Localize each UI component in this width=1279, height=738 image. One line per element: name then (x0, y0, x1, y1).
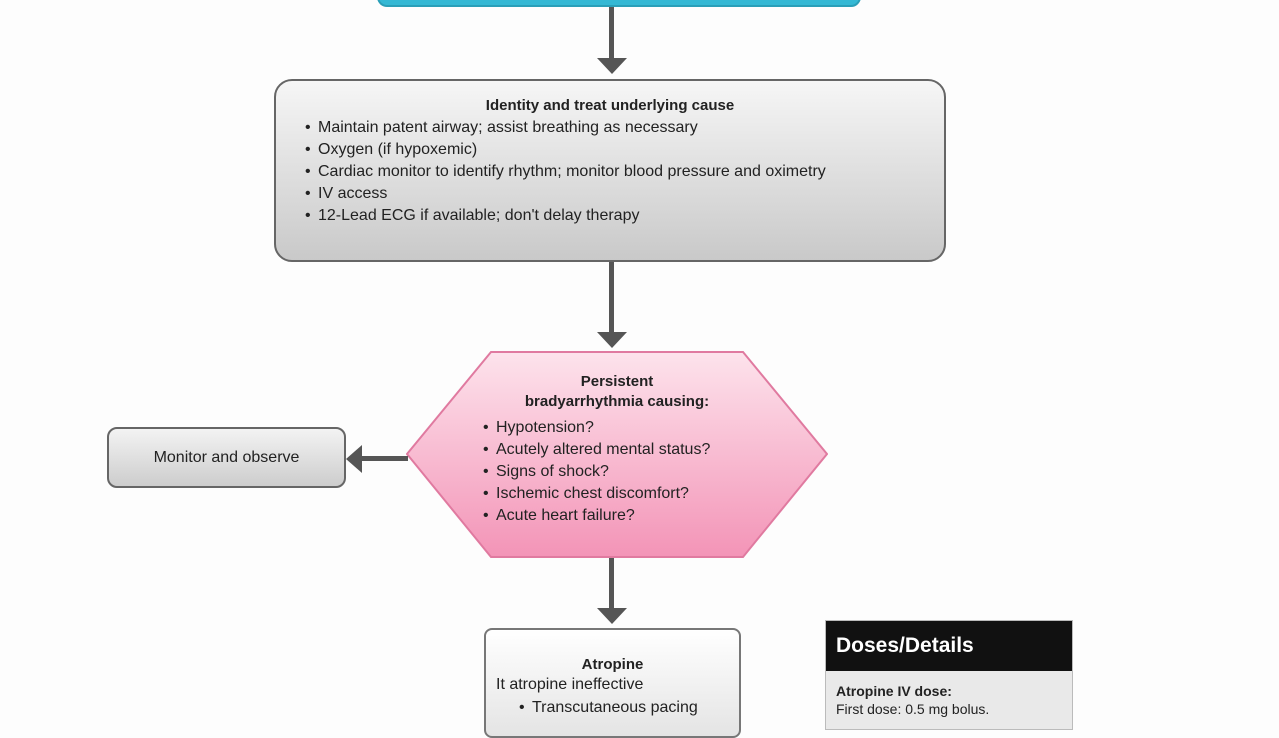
list-item: Hypotension? (483, 417, 710, 439)
list-item: Maintain patent airway; assist breathing… (305, 117, 944, 139)
decision-text: Persistent bradyarrhythmia causing: Hypo… (406, 351, 828, 558)
list-item: 12-Lead ECG if available; don't delay th… (305, 205, 944, 227)
identify-treat-box: Identity and treat underlying cause Main… (274, 79, 946, 262)
connector-line (609, 558, 614, 610)
arrow-down-icon (597, 58, 627, 74)
connector-line (609, 7, 614, 59)
identify-treat-list: Maintain patent airway; assist breathing… (276, 117, 944, 227)
doses-details-panel: Doses/Details Atropine IV dose: First do… (825, 620, 1073, 730)
monitor-observe-label: Monitor and observe (153, 448, 300, 466)
atropine-line: It atropine ineffective (496, 676, 644, 693)
atropine-dose-line: First dose: 0.5 mg bolus. (836, 701, 990, 717)
list-item: IV access (305, 183, 944, 205)
atropine-title: Atropine (581, 656, 644, 673)
atropine-dose-heading: Atropine IV dose: (836, 683, 952, 699)
arrow-down-icon (597, 608, 627, 624)
list-item: Transcutaneous pacing (519, 697, 739, 719)
decision-title-line2: bradyarrhythmia causing: (524, 393, 710, 410)
list-item: Oxygen (if hypoxemic) (305, 139, 944, 161)
arrow-left-icon (346, 445, 362, 473)
list-item: Acute heart failure? (483, 505, 710, 527)
previous-step-box (377, 0, 861, 7)
doses-details-header: Doses/Details (826, 621, 1072, 671)
decision-list: Hypotension? Acutely altered mental stat… (483, 417, 710, 527)
arrow-down-icon (597, 332, 627, 348)
connector-line (360, 456, 408, 461)
list-item: Signs of shock? (483, 461, 710, 483)
atropine-box: Atropine It atropine ineffective Transcu… (484, 628, 741, 738)
connector-line (609, 262, 614, 334)
list-item: Cardiac monitor to identify rhythm; moni… (305, 161, 944, 183)
decision-title: Persistent bradyarrhythmia causing: (406, 372, 828, 412)
list-item: Ischemic chest discomfort? (483, 483, 710, 505)
decision-title-line1: Persistent (580, 373, 654, 390)
identify-treat-title: Identity and treat underlying cause (485, 97, 735, 114)
list-item: Acutely altered mental status? (483, 439, 710, 461)
atropine-list: Transcutaneous pacing (486, 697, 739, 719)
monitor-observe-box: Monitor and observe (107, 427, 346, 488)
